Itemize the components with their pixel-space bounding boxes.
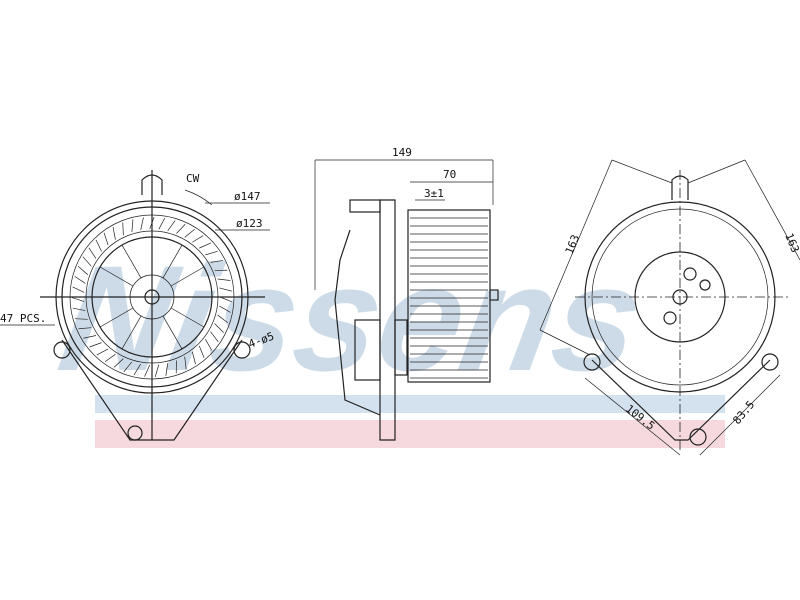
blade	[199, 242, 212, 249]
spoke	[170, 307, 205, 328]
blade	[184, 356, 187, 370]
blade	[198, 345, 205, 358]
blade	[133, 363, 141, 376]
blade	[131, 219, 134, 233]
blade	[210, 260, 224, 263]
blade	[205, 250, 218, 256]
inner-diameter-label: ø123	[236, 217, 263, 230]
blade	[123, 361, 133, 373]
blade	[167, 220, 176, 232]
blade	[154, 364, 160, 378]
blade	[165, 363, 169, 376]
blade	[72, 307, 86, 311]
wheel-width-label: 70	[443, 168, 456, 181]
blade	[113, 358, 124, 368]
rotation-label: CW	[186, 172, 200, 185]
blade	[78, 327, 92, 330]
blade	[96, 348, 109, 356]
blade	[192, 235, 204, 243]
side-view: 149 70 3±1	[314, 146, 499, 441]
spoke	[121, 244, 142, 279]
watermark: Nissens	[49, 235, 725, 448]
spoke	[162, 315, 183, 350]
blade	[83, 335, 97, 339]
blade	[184, 229, 195, 238]
blade	[219, 296, 232, 303]
spoke	[99, 266, 134, 287]
spoke	[170, 266, 205, 287]
spoke	[121, 315, 142, 350]
blade	[217, 278, 231, 281]
blade	[140, 217, 144, 231]
blade	[191, 351, 196, 365]
blade	[122, 222, 124, 236]
blade	[219, 287, 232, 292]
blade	[104, 354, 116, 363]
blade	[158, 217, 166, 230]
blade	[210, 331, 219, 343]
blade	[95, 239, 102, 252]
blade-count-label: 47 PCS.	[0, 312, 46, 325]
blade	[72, 286, 85, 293]
spoke	[99, 307, 134, 328]
blade	[144, 364, 151, 377]
front-view: CW ø147 ø123 47 PCS. 4-ø5	[0, 170, 276, 441]
blade	[89, 342, 102, 348]
blade	[149, 216, 155, 230]
blade	[74, 276, 86, 284]
blade	[77, 266, 88, 275]
gap-label: 3±1	[424, 187, 444, 200]
blade	[176, 223, 186, 234]
overall-length-label: 149	[392, 146, 412, 159]
blade	[103, 232, 109, 246]
blade	[88, 247, 97, 259]
blade	[205, 338, 213, 351]
spoke	[162, 244, 183, 279]
blade	[82, 256, 92, 267]
blade	[112, 227, 116, 240]
mount-right-label: 83.5	[730, 398, 757, 427]
blade	[219, 305, 231, 313]
diag-right-label: 163	[782, 231, 800, 254]
blade	[74, 318, 88, 320]
blade	[217, 314, 228, 324]
outer-diameter-label: ø147	[234, 190, 261, 203]
blade	[71, 297, 85, 302]
blade	[214, 323, 224, 333]
